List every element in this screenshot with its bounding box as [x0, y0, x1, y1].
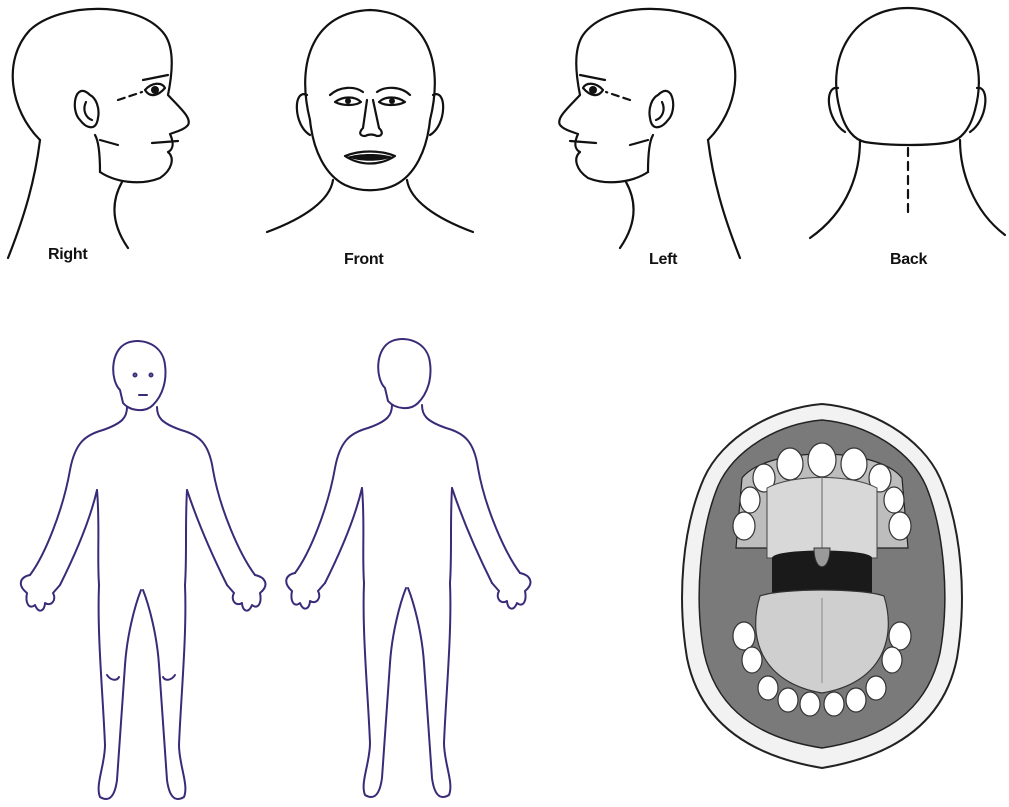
head-front-view: Front [255, 0, 485, 275]
head-left-drawing [548, 0, 778, 275]
head-left-label: Left [649, 251, 677, 269]
body-back-drawing [285, 333, 540, 807]
body-back-view [285, 333, 540, 807]
head-back-drawing [800, 0, 1009, 275]
open-mouth-drawing [672, 398, 972, 788]
head-right-label: Right [48, 246, 87, 264]
head-right-drawing [0, 0, 230, 275]
head-back-label: Back [890, 251, 927, 269]
head-back-view: Back [800, 0, 1009, 275]
head-front-label: Front [344, 251, 383, 269]
head-front-drawing [255, 0, 485, 275]
body-front-drawing [15, 335, 280, 807]
open-mouth-view [672, 398, 972, 788]
head-right-view: Right [0, 0, 230, 275]
head-left-view: Left [548, 0, 778, 275]
pupil-icon [151, 86, 159, 94]
body-front-view [15, 335, 280, 807]
